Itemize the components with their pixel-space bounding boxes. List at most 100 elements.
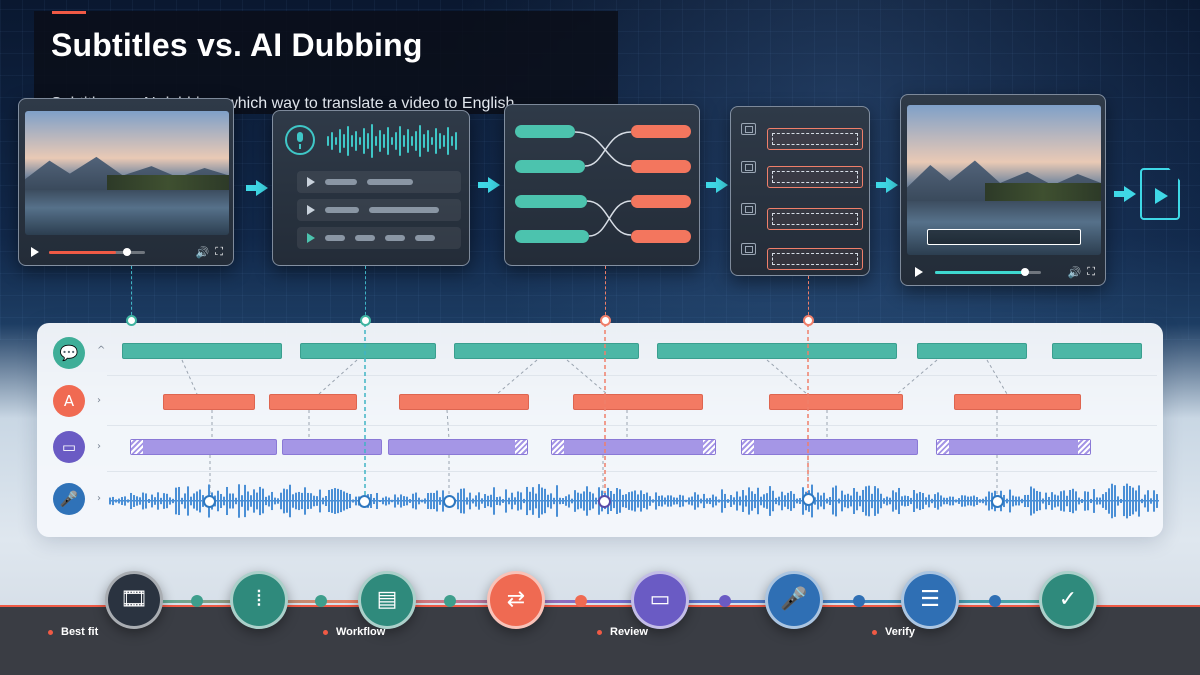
caption-track-icon[interactable]: ▭ <box>53 431 85 463</box>
waveform-bar <box>325 496 327 506</box>
subtitle-segment[interactable] <box>454 343 639 359</box>
waveform-bar <box>961 495 963 507</box>
caption-segment[interactable] <box>388 439 528 455</box>
subtitle-segment[interactable] <box>917 343 1027 359</box>
chevron-down-icon[interactable]: › <box>97 493 101 504</box>
subtitle-segment[interactable] <box>657 343 897 359</box>
waveform-bar <box>670 495 672 507</box>
sync-point[interactable] <box>203 495 216 508</box>
waveform-bar <box>913 490 915 512</box>
waveform-bar <box>232 493 234 509</box>
microphone-icon <box>285 125 315 155</box>
film-frame-icon <box>741 123 756 135</box>
waveform-bar <box>463 488 465 514</box>
waveform-bar <box>784 495 786 507</box>
caption-segment[interactable] <box>282 439 382 455</box>
translation-segment[interactable] <box>954 394 1081 410</box>
waveform-bar <box>145 493 147 509</box>
volume-icon[interactable]: 🔊 <box>1067 265 1082 279</box>
waveform-bar <box>895 492 897 510</box>
caption-segment[interactable] <box>130 439 277 455</box>
waveform-bar <box>469 492 471 510</box>
waveform-bar <box>313 495 315 507</box>
waveform-bar <box>475 495 477 507</box>
waveform-bar <box>133 495 135 507</box>
subtitle-track-icon[interactable]: 💬 <box>53 337 85 369</box>
waveform-bar <box>511 492 513 510</box>
waveform-bar <box>550 493 552 509</box>
play-icon[interactable] <box>915 267 923 277</box>
video-progress-bar[interactable] <box>935 267 1041 276</box>
sync-point[interactable] <box>802 493 815 506</box>
waveform-bar <box>1039 491 1041 511</box>
film-frame-icon <box>741 161 756 173</box>
translation-segment[interactable] <box>573 394 703 410</box>
translation-segment[interactable] <box>163 394 255 410</box>
waveform-bar <box>940 495 942 507</box>
subtitle-segment[interactable] <box>122 343 282 359</box>
waveform-bar <box>679 494 681 508</box>
subtitle-segment[interactable] <box>1052 343 1142 359</box>
step-dot <box>575 595 587 607</box>
caption-segment[interactable] <box>936 439 1091 455</box>
chevron-down-icon[interactable]: › <box>97 395 101 406</box>
sync-point[interactable] <box>598 495 611 508</box>
translate-track-icon[interactable]: A <box>53 385 85 417</box>
waveform-bar <box>1084 491 1086 511</box>
sliders-icon[interactable]: ☰ <box>901 571 959 629</box>
transcript-row[interactable] <box>297 171 461 193</box>
subtitle-segment[interactable] <box>300 343 436 359</box>
translation-segment[interactable] <box>269 394 357 410</box>
microphone-icon[interactable]: 🎤 <box>765 571 823 629</box>
waveform-bar <box>712 494 714 508</box>
step-dot <box>719 595 731 607</box>
waveform-bar <box>916 493 918 509</box>
volume-icon[interactable]: 🔊 <box>195 245 210 259</box>
sync-point[interactable] <box>358 495 371 508</box>
transcript-row[interactable] <box>297 199 461 221</box>
step-dot <box>315 595 327 607</box>
transcript-row[interactable] <box>297 227 461 249</box>
waveform-bar <box>523 498 525 504</box>
waveform-bar <box>280 492 282 510</box>
waveform-bar <box>562 498 564 504</box>
waveform-bar <box>154 497 156 505</box>
sync-point[interactable] <box>443 495 456 508</box>
play-icon[interactable] <box>31 247 39 257</box>
waveform-bar <box>697 494 699 508</box>
waveform-bar <box>193 493 195 509</box>
caption-segment[interactable] <box>551 439 716 455</box>
waveform-bar <box>349 493 351 509</box>
waveform-bar <box>505 489 507 513</box>
waveform-bar <box>571 498 573 504</box>
translation-segment[interactable] <box>769 394 903 410</box>
chevron-down-icon[interactable]: › <box>97 441 101 452</box>
waveform-bar <box>985 496 987 506</box>
waveform-bar <box>643 494 645 508</box>
subtitle-icon[interactable]: ▭ <box>631 571 689 629</box>
translation-segment[interactable] <box>399 394 529 410</box>
film-icon[interactable]: 🎞 <box>105 571 163 629</box>
waveform-icon[interactable]: ⦙ <box>230 571 288 629</box>
caption-icon[interactable]: ▤ <box>358 571 416 629</box>
waveform-bar <box>652 499 654 503</box>
chevron-up-icon[interactable]: ^ <box>97 345 106 356</box>
connector-line <box>365 266 366 320</box>
waveform-bar <box>946 497 948 505</box>
waveform-bar <box>241 495 243 507</box>
waveform-bar <box>631 491 633 511</box>
caption-segment[interactable] <box>741 439 918 455</box>
sync-point[interactable] <box>991 495 1004 508</box>
waveform-bar <box>958 498 960 504</box>
waveform-bar <box>1033 488 1035 514</box>
fullscreen-icon[interactable]: ⛶ <box>1087 265 1095 278</box>
waveform-bar <box>400 494 402 508</box>
fullscreen-icon[interactable]: ⛶ <box>215 245 223 258</box>
waveform-bar <box>148 498 150 504</box>
check-icon[interactable]: ✓ <box>1039 571 1097 629</box>
swap-icon[interactable]: ⇄ <box>487 571 545 629</box>
waveform-bar <box>820 495 822 507</box>
waveform-bar <box>1093 489 1095 513</box>
video-progress-bar[interactable] <box>49 247 145 256</box>
audio-track-icon[interactable]: 🎤 <box>53 483 85 515</box>
